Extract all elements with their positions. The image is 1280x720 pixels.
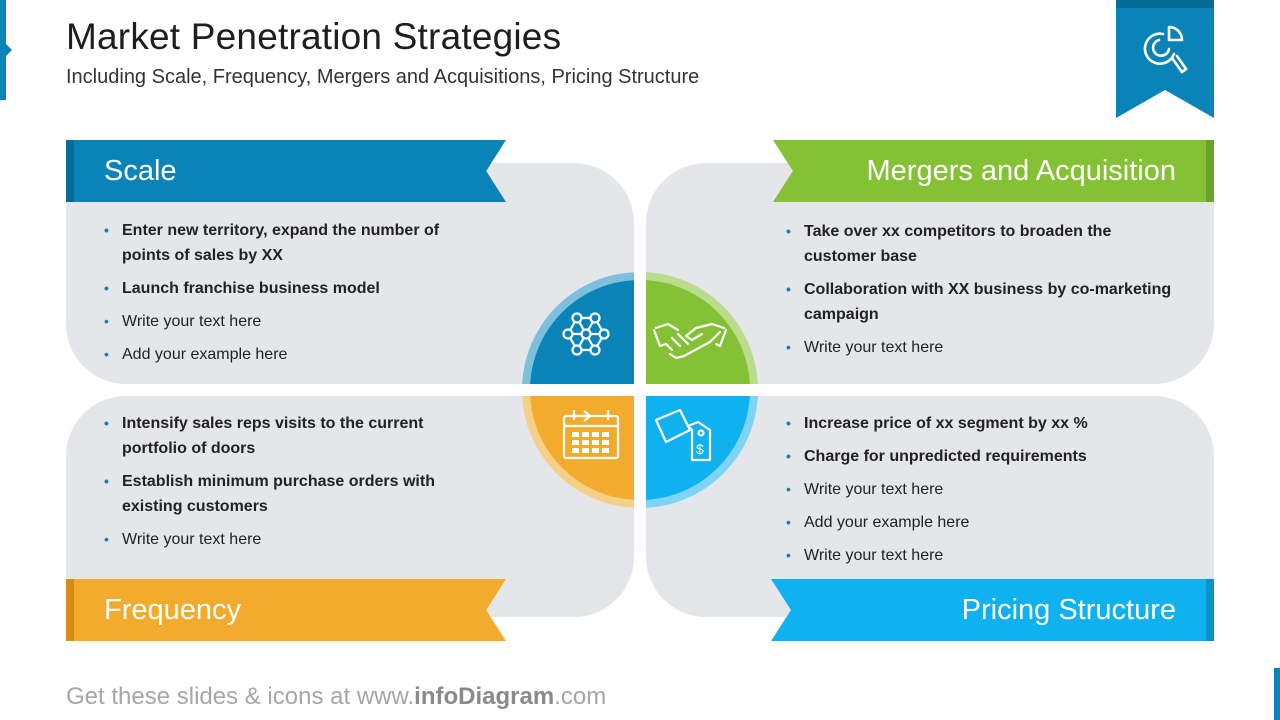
list-item: Write your text here — [786, 543, 1186, 568]
frequency-banner: Frequency — [66, 579, 506, 641]
pricing-list: Increase price of xx segment by xx % Cha… — [786, 411, 1186, 576]
list-item: Increase price of xx segment by xx % — [786, 411, 1186, 436]
center-quadrant-circle: $ — [520, 270, 760, 510]
list-item: Launch franchise business model — [104, 276, 474, 301]
mergers-banner: Mergers and Acquisition — [773, 140, 1214, 202]
mergers-list: Take over xx competitors to broaden the … — [786, 219, 1186, 368]
pricing-banner: Pricing Structure — [771, 579, 1214, 641]
price-tag-dollar-icon: $ — [654, 408, 712, 462]
magnifier-pie-chart-icon — [1143, 25, 1188, 74]
list-item: Charge for unpredicted requirements — [786, 444, 1186, 469]
mergers-title: Mergers and Acquisition — [866, 154, 1177, 187]
list-item: Add your example here — [786, 510, 1186, 535]
list-item: Write your text here — [104, 309, 474, 334]
list-item: Add your example here — [104, 342, 474, 367]
svg-text:$: $ — [696, 441, 704, 457]
page-title: Market Penetration Strategies — [66, 16, 562, 57]
list-item: Establish minimum purchase orders with e… — [104, 469, 474, 519]
scale-title: Scale — [104, 154, 177, 187]
page-subtitle: Including Scale, Frequency, Mergers and … — [66, 66, 700, 88]
list-item: Take over xx competitors to broaden the … — [786, 219, 1186, 269]
footer-suffix: .com — [554, 683, 607, 710]
pricing-title: Pricing Structure — [961, 593, 1176, 626]
list-item: Write your text here — [104, 527, 474, 552]
calendar-icon — [562, 410, 620, 460]
frequency-title: Frequency — [104, 593, 242, 626]
list-item: Intensify sales reps visits to the curre… — [104, 411, 474, 461]
footer-brand: infoDiagram — [414, 683, 555, 710]
list-item: Write your text here — [786, 335, 1186, 360]
handshake-icon — [652, 322, 728, 360]
network-hexagon-icon — [562, 312, 610, 356]
header-badge — [1116, 0, 1214, 118]
list-item: Enter new territory, expand the number o… — [104, 218, 474, 268]
list-item: Collaboration with XX business by co-mar… — [786, 277, 1186, 327]
scale-banner: Scale — [66, 140, 506, 202]
footer-credit: Get these slides & icons at www.infoDiag… — [66, 683, 606, 711]
left-accent-notch — [0, 38, 12, 62]
frequency-list: Intensify sales reps visits to the curre… — [104, 411, 474, 560]
scale-list: Enter new territory, expand the number o… — [104, 218, 474, 375]
footer-prefix: Get these slides & icons at www. — [66, 683, 415, 710]
right-edge-bar — [1274, 668, 1280, 720]
list-item: Write your text here — [786, 477, 1186, 502]
